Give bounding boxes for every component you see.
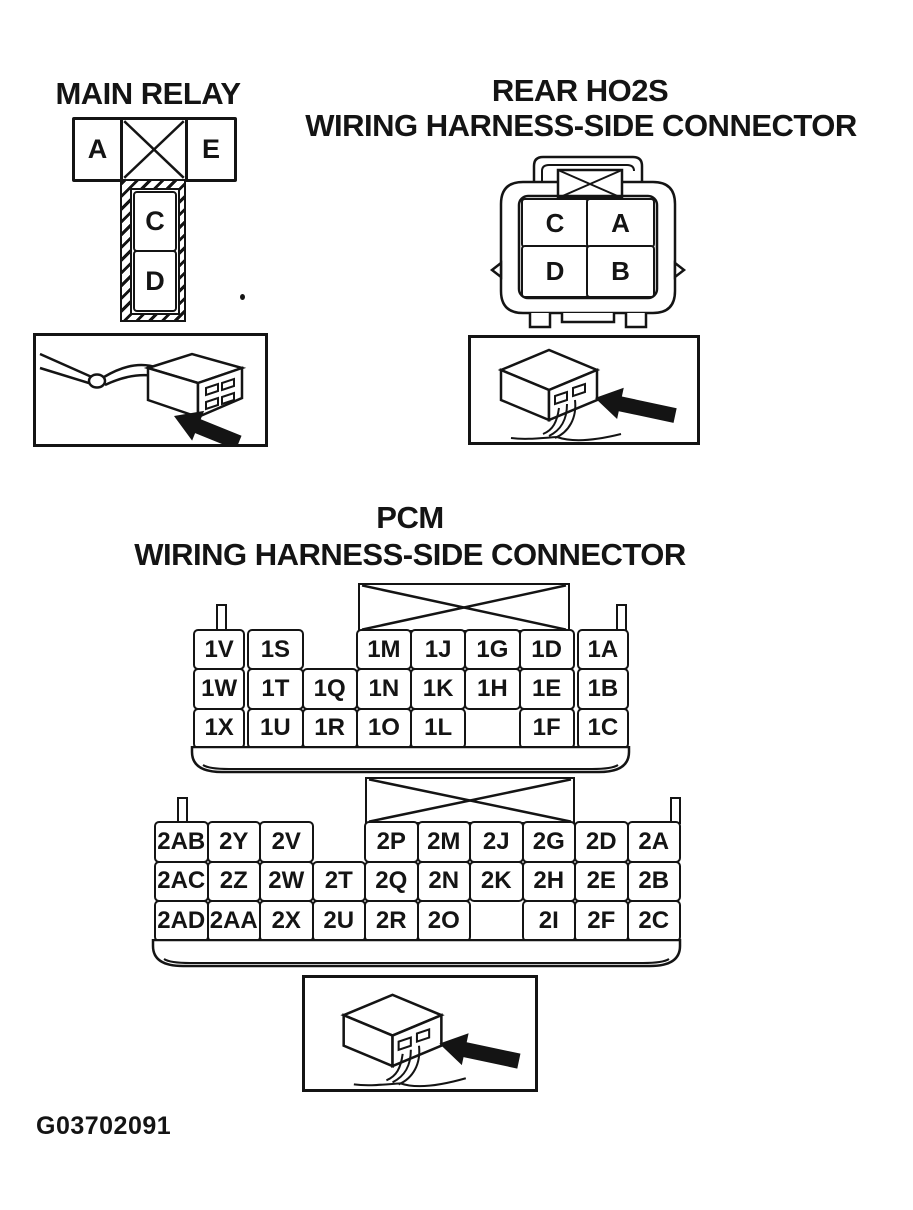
pcm-connector2-grid: 2AB 2Y 2V 2P 2M 2J 2G 2D 2A 2AC 2Z 2W 2T… <box>154 821 681 942</box>
pin-cell: 2Y <box>206 821 261 863</box>
pcm2-connector-base <box>151 939 682 968</box>
pin-cell: 1B <box>576 668 629 710</box>
pin-cell: 1X <box>193 707 246 749</box>
connector-plug-illustration <box>39 352 247 444</box>
pin-cell: 2O <box>416 900 471 942</box>
pin-cell: 1A <box>576 629 629 671</box>
pin-cell: 1V <box>193 629 246 671</box>
pin-cell: 1W <box>193 668 246 710</box>
main-relay-plug-box <box>33 333 268 447</box>
pin-cell: 2E <box>574 860 629 903</box>
ho2s-pin-cell: B <box>586 245 655 298</box>
pin-cell: 2A <box>626 821 681 863</box>
pin-cell: 1J <box>410 629 467 671</box>
pin-cell: 2AB <box>154 821 209 863</box>
pin-cell: 1O <box>355 707 412 749</box>
pin-cell: 1N <box>355 668 412 710</box>
pin-cell: 2X <box>259 900 314 942</box>
pin-cell: 2AD <box>154 900 209 942</box>
connector-plug-illustration <box>340 993 521 1088</box>
pin-cell: 2C <box>626 900 681 942</box>
pin-cell: 2V <box>259 821 314 863</box>
figure-id-label: G03702091 <box>36 1112 172 1140</box>
pin-cell: 1S <box>247 629 304 671</box>
pin-cell: 2U <box>311 900 366 942</box>
ho2s-pin-cell: C <box>521 198 589 248</box>
connector-plug-illustration <box>497 348 677 442</box>
pcm1-guide-pin <box>616 604 627 632</box>
pcm-title-line1: PCM <box>376 500 444 535</box>
pin-cell: 1U <box>247 707 304 749</box>
direction-arrow-icon <box>595 387 677 423</box>
pin-cell: 2B <box>626 860 681 903</box>
pin-cell: 2K <box>469 860 524 903</box>
pin-cell: 1Q <box>301 668 358 710</box>
pin-cell: 1E <box>518 668 575 710</box>
pcm-title-line2: WIRING HARNESS-SIDE CONNECTOR <box>134 537 686 572</box>
pin-cell: 1T <box>247 668 304 710</box>
pin-cell: 2D <box>574 821 629 863</box>
ho2s-pin-cell: A <box>586 198 655 248</box>
pcm2-latch <box>365 777 575 824</box>
pin-cell: 1R <box>301 707 358 749</box>
pin-cell: 2Z <box>206 860 261 903</box>
pin-cell: 1D <box>518 629 575 671</box>
cross-x-icon <box>123 120 185 179</box>
pin-cell: 1C <box>576 707 629 749</box>
pcm-connector1-grid: 1V 1S 1M 1J 1G 1D 1A 1W 1T 1Q 1N 1K 1H 1… <box>193 629 629 749</box>
rear-ho2s-title-line1: REAR HO2S <box>491 73 669 108</box>
empty-slot <box>464 708 520 749</box>
pin-cell: 2AA <box>206 900 261 942</box>
pin-cell: 2M <box>416 821 471 863</box>
pin-cell: 1F <box>518 707 575 749</box>
ho2s-pin-cell: D <box>521 245 589 298</box>
empty-slot <box>469 900 524 942</box>
pin-cell: 2R <box>364 900 419 942</box>
pin-cell: 2W <box>259 860 314 903</box>
hatched-shroud: C D <box>120 179 186 322</box>
pin-cell: 1H <box>464 668 521 710</box>
main-relay-title: MAIN RELAY <box>55 76 241 111</box>
pcm-plug-box <box>302 975 538 1092</box>
pcm1-latch <box>358 583 570 632</box>
main-relay-pin-cell: A <box>72 117 123 182</box>
pin-cell: 2J <box>469 821 524 863</box>
ho2s-plug-box <box>468 335 700 445</box>
main-relay-keyway-cell <box>120 117 188 182</box>
pin-cell: 1L <box>410 707 467 749</box>
pcm1-connector-base <box>190 746 631 774</box>
main-relay-pin-cell: E <box>185 117 237 182</box>
pin-cell: 2T <box>311 860 366 903</box>
pcm2-guide-pin <box>177 797 188 824</box>
pin-cell: 2F <box>574 900 629 942</box>
rear-ho2s-title-line2: WIRING HARNESS-SIDE CONNECTOR <box>305 108 857 143</box>
pcm1-guide-pin <box>216 604 227 632</box>
stray-dot <box>240 294 245 300</box>
empty-slot <box>302 629 358 670</box>
direction-arrow-icon <box>439 1033 521 1069</box>
pin-cell: 2I <box>521 900 576 942</box>
cross-x-icon <box>360 585 568 630</box>
pin-cell: 2P <box>364 821 419 863</box>
cross-x-icon <box>367 779 573 822</box>
direction-arrow-icon <box>174 410 242 444</box>
pin-cell: 2Q <box>364 860 419 903</box>
pin-cell: 2N <box>416 860 471 903</box>
pin-cell: 1K <box>410 668 467 710</box>
pcm2-guide-pin <box>670 797 681 824</box>
pin-cell: 2AC <box>154 860 209 903</box>
main-relay-pin-cell: D <box>133 250 177 312</box>
pin-cell: 2G <box>521 821 576 863</box>
pin-cell: 1G <box>464 629 521 671</box>
pin-cell: 2H <box>521 860 576 903</box>
pin-cell: 1M <box>355 629 412 671</box>
main-relay-pin-cell: C <box>133 191 177 252</box>
empty-slot <box>312 821 367 863</box>
